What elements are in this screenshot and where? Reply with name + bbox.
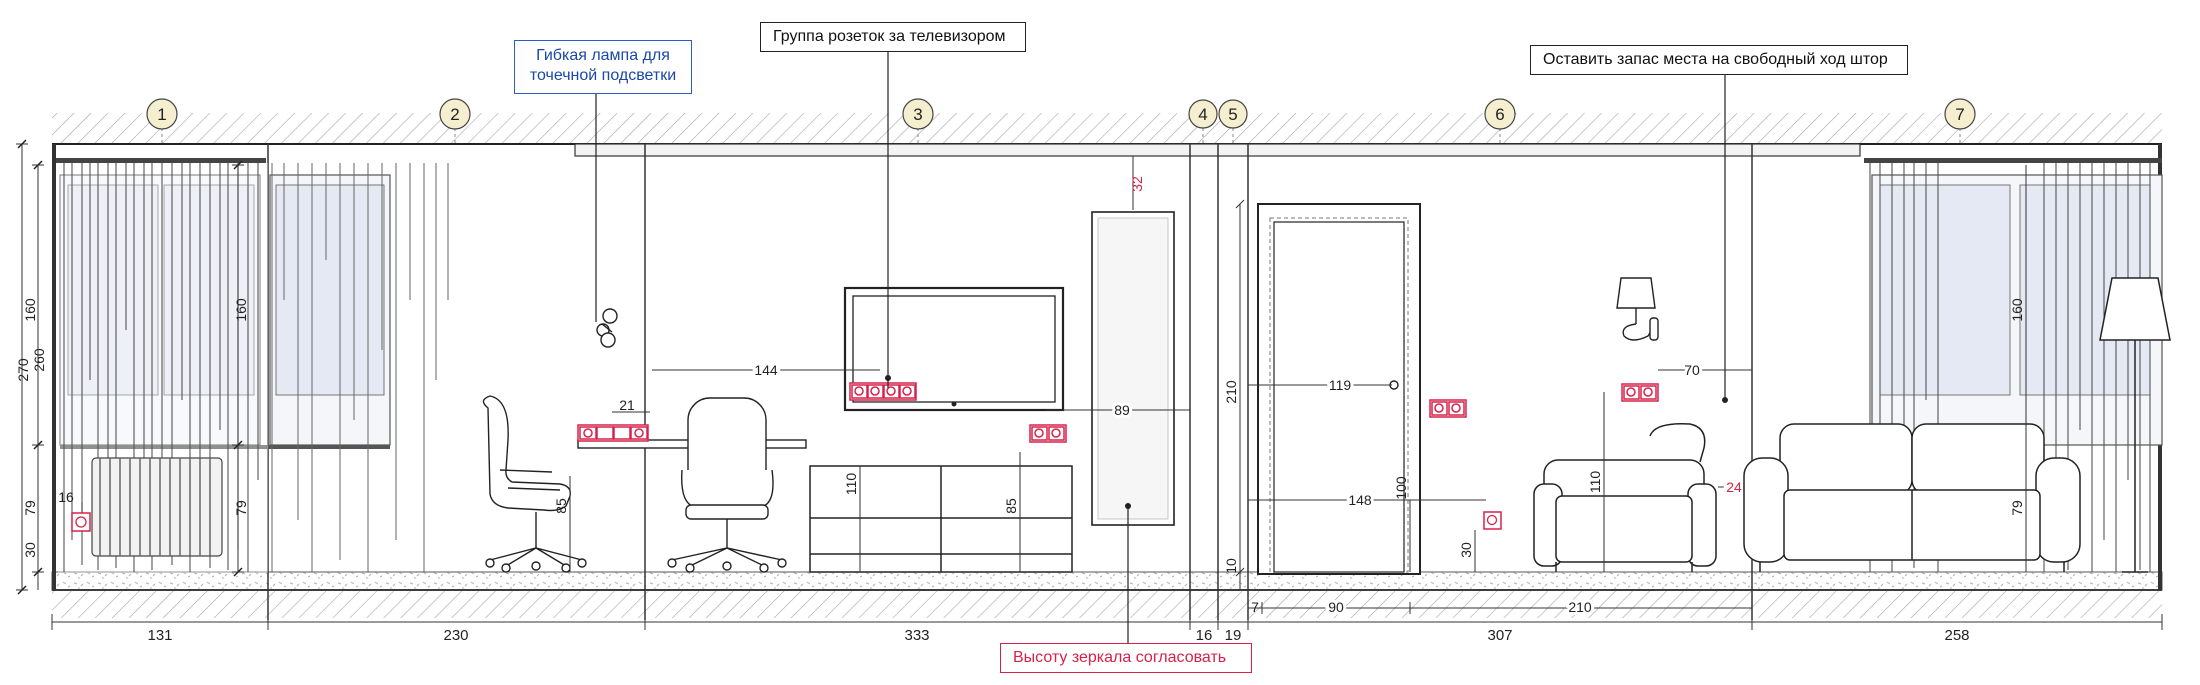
svg-text:5: 5 <box>1228 105 1237 124</box>
curtain-center <box>271 163 449 572</box>
socket-group-tv <box>849 382 917 401</box>
socket-group-desk <box>577 424 649 442</box>
callout-line: точечной подсветки <box>529 67 677 84</box>
dimension-label: 119 <box>1329 377 1352 393</box>
dimension-label: 131 <box>147 627 172 644</box>
curtain-rod <box>1864 158 2162 163</box>
svg-text:2: 2 <box>450 105 459 124</box>
dimension-label: 85 <box>1003 498 1019 514</box>
dimension-label: 258 <box>1944 627 1969 644</box>
callout-line: Гибкая лампа для <box>536 47 670 64</box>
dimension-label: 333 <box>904 627 929 644</box>
callout-mirror-height: Высоту зеркала согласовать <box>1000 643 1252 673</box>
dimension-label: 270 <box>15 358 31 382</box>
dimension-label: 30 <box>1458 542 1474 558</box>
dimension-label: 160 <box>2009 298 2025 322</box>
door-height-lines <box>1235 199 1245 590</box>
ceiling-slab <box>52 113 2162 143</box>
floor-slab <box>52 590 2162 618</box>
axis-leaders <box>161 128 1961 145</box>
armchair <box>1533 423 1717 572</box>
dimension-label: 230 <box>443 627 468 644</box>
radiator <box>91 457 223 557</box>
axis-marker: 1 <box>146 98 178 130</box>
socket-group-door <box>1429 399 1467 418</box>
socket-single <box>71 512 91 532</box>
axis-marker: 4 <box>1188 99 1218 129</box>
dimension-lines-center <box>569 156 1190 572</box>
callout-tv-sockets: Группа розеток за телевизором <box>760 22 1026 52</box>
leader-dot <box>885 375 891 381</box>
curtain-right <box>1869 163 2151 572</box>
axis-marker: 6 <box>1484 98 1516 130</box>
callout-curtain-space: Оставить запас места на свободный ход шт… <box>1530 45 1908 75</box>
dimension-label-red: 24 <box>1726 479 1742 495</box>
door <box>1257 203 1421 575</box>
dimension-label: 7 <box>1251 599 1259 615</box>
dimension-label: 144 <box>754 362 778 378</box>
dimension-label-red: 32 <box>1129 176 1145 192</box>
dimension-label: 90 <box>1328 599 1344 615</box>
dimension-label: 79 <box>2009 500 2025 516</box>
dimension-label: 19 <box>1225 627 1242 644</box>
dimension-label: 16 <box>58 489 74 505</box>
dimension-ticks <box>17 139 243 595</box>
dimension-label: 70 <box>1684 362 1700 378</box>
dimension-label: 260 <box>31 348 47 372</box>
dimension-label: 160 <box>233 298 249 322</box>
callout-flexible-lamp: Гибкая лампа для точечной подсветки <box>514 40 692 94</box>
flexible-lamp <box>596 308 618 348</box>
socket-group-wall <box>1029 424 1067 443</box>
dimension-label: 100 <box>1393 476 1409 500</box>
leader-dot <box>1722 397 1728 403</box>
dimension-label: 89 <box>1114 402 1130 418</box>
wall-mirror <box>1091 211 1175 526</box>
dimension-label: 110 <box>843 473 859 496</box>
window-left <box>59 174 261 446</box>
dimension-label: 210 <box>1223 380 1239 404</box>
window-sill <box>60 445 390 449</box>
dimension-label: 160 <box>22 298 38 322</box>
floor-finish <box>51 571 2163 591</box>
wall-sconce <box>1616 277 1659 341</box>
dimension-label: 307 <box>1487 627 1512 644</box>
socket-single <box>1483 511 1502 530</box>
dimension-label: 110 <box>1587 471 1603 494</box>
axis-marker: 3 <box>902 98 934 130</box>
callout-leaders <box>595 50 1726 643</box>
dimension-label: 10 <box>1223 558 1239 574</box>
bottom-dimension-chain <box>51 602 2163 630</box>
tv-cabinet <box>809 465 1073 573</box>
office-chair-left <box>482 395 587 573</box>
socket-group-armchair <box>1621 383 1659 402</box>
floor-lamp <box>2099 277 2171 573</box>
dimension-label: 16 <box>1196 627 1213 644</box>
svg-text:6: 6 <box>1495 105 1504 124</box>
svg-text:4: 4 <box>1198 105 1207 124</box>
office-chair-center <box>667 397 787 573</box>
dimension-label: 21 <box>619 397 635 413</box>
axis-marker: 7 <box>1944 98 1976 130</box>
axis-marker: 2 <box>439 98 471 130</box>
left-wall <box>52 144 56 590</box>
window-center <box>269 174 391 446</box>
dimension-label: 85 <box>553 498 569 514</box>
curtain-rod <box>56 158 266 163</box>
dimension-label: 210 <box>1568 599 1592 615</box>
dimension-label: 30 <box>22 542 38 558</box>
dimension-label: 148 <box>1348 492 1372 508</box>
axis-marker: 5 <box>1218 99 1248 129</box>
dimension-label: 79 <box>22 500 38 516</box>
svg-text:3: 3 <box>913 105 922 124</box>
dimension-label: 79 <box>233 500 249 516</box>
sofa <box>1743 423 2081 572</box>
svg-text:7: 7 <box>1955 105 1964 124</box>
svg-text:1: 1 <box>157 105 166 124</box>
